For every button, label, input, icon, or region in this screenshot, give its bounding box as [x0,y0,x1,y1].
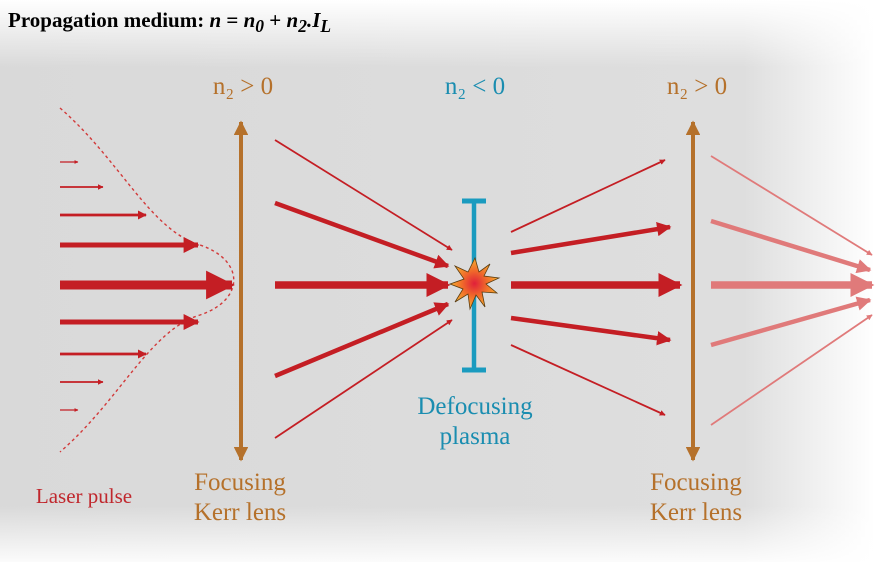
beam-arrow [710,155,873,256]
lens-left-line1: Focusing [194,469,286,496]
plasma-line1: Defocusing [417,393,533,420]
title-I: I [312,8,321,32]
beam-arrow [274,319,453,439]
title-eq: = [221,8,244,32]
pulse-envelope-curve [59,107,235,453]
beam-arrow [710,296,872,348]
beam-arrow [274,200,450,269]
beam-arrow [274,301,450,379]
lens-right-line2: Kerr lens [649,499,743,526]
laser-pulse-label: Laser pulse [35,484,133,508]
beam-arrow [510,221,672,256]
lens-left-line2: Kerr lens [193,499,287,526]
title-n0-sub: 0 [255,16,265,37]
n2-positive-label-right: n₂ > 0 [666,73,728,100]
title-n2: n [286,8,299,32]
title-prefix: Propagation medium: [8,8,210,32]
focusing-kerr-lens-label-right: Focusing Kerr lens [626,468,766,528]
lens-right-line1: Focusing [650,469,742,496]
converging-beams [274,139,453,439]
beam-arrow [510,315,672,346]
beam-arrow [510,344,666,416]
title-n: n [209,8,222,32]
diverging-beams [510,159,683,416]
plasma-spark-icon [448,256,501,311]
n2-negative-label: n₂ < 0 [444,73,506,100]
n2-positive-label-left: n₂ > 0 [212,73,274,100]
title-plus: + [264,8,287,32]
title-I-sub: L [320,16,332,37]
page-title: Propagation medium: n = n0 + n2.IL [8,8,331,37]
beam-arrow [710,314,873,426]
title-n0: n [243,8,256,32]
faded-beams [710,155,875,426]
beam-arrow [274,139,453,251]
title-n2-sub: 2 [298,16,307,37]
beam-arrow [710,218,872,274]
title-dot: . [306,8,313,32]
focusing-kerr-lens-label-left: Focusing Kerr lens [170,468,310,528]
beam-arrow [510,159,666,233]
defocusing-plasma-label: Defocusing plasma [395,392,555,452]
pulse-arrows [60,160,235,412]
plasma-line2: plasma [439,423,511,450]
